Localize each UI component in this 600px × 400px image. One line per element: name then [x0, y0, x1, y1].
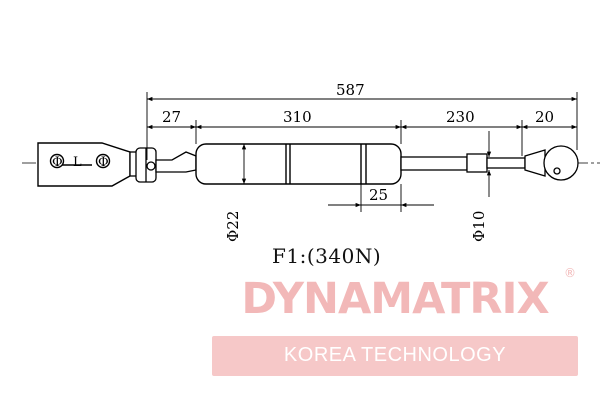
- force-rating-label: F1:(340N): [272, 244, 382, 268]
- gas-spring-drawing: Φ L Φ: [22, 81, 600, 242]
- dimension-cylinder: [196, 120, 402, 144]
- dimension-ball-end-label: 20: [535, 108, 554, 126]
- brand-name: DYNAMATRIX: [241, 274, 549, 324]
- cylinder-body: [195, 143, 402, 185]
- brand-watermark: DYNAMATRIX ® KOREA TECHNOLOGY: [212, 260, 578, 376]
- registered-mark: ®: [564, 266, 576, 280]
- dimension-collar: [328, 184, 434, 212]
- dimension-cylinder-label: 310: [283, 108, 312, 126]
- dimension-rod-label: 230: [446, 108, 475, 126]
- bracket-mark-right: Φ: [98, 155, 109, 170]
- dimension-end-offset-label: 27: [162, 108, 181, 126]
- bracket-mark-left: Φ: [52, 155, 63, 170]
- piston-rod: [400, 145, 579, 181]
- dimension-overall-label: 587: [336, 81, 365, 99]
- bracket-mark-center: L: [73, 155, 82, 170]
- mounting-bracket: [37, 142, 131, 187]
- diameter-rod-label: Φ10: [470, 211, 488, 242]
- brand-tagline-bar: KOREA TECHNOLOGY: [212, 336, 578, 376]
- swivel-joint: [129, 147, 197, 183]
- dimension-end-offset: [147, 120, 197, 144]
- brand-tagline: KOREA TECHNOLOGY: [283, 344, 507, 366]
- diameter-cylinder-label: Φ22: [224, 211, 242, 242]
- dimension-collar-label: 25: [369, 186, 388, 204]
